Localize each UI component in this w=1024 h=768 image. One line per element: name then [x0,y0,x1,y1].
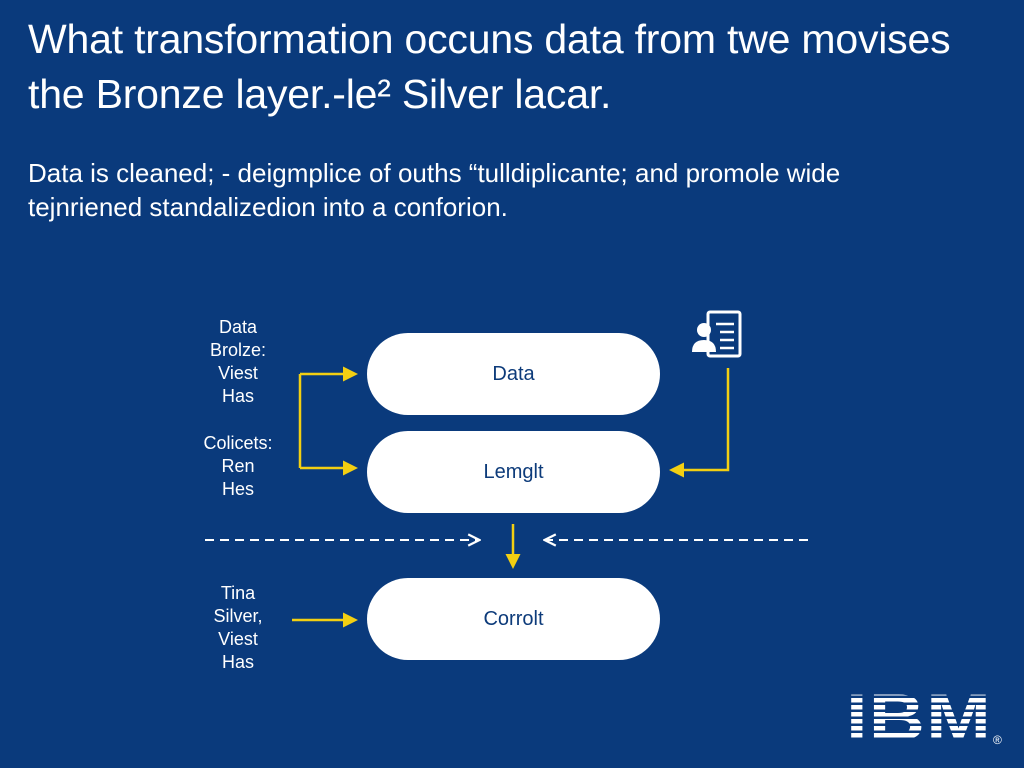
label-line: Data [218,317,258,337]
ibm-logo: IBM ® [846,684,1002,746]
label-line: Colicets: [203,433,273,453]
arrow-from-icon [669,368,730,478]
label-collects: Colicets: Ren Hes [178,432,298,501]
svg-text:®: ® [993,733,1002,746]
logo-text: IBM [846,684,992,746]
title: What transformation occuns data from twe… [28,16,951,117]
label-line: Has [221,386,254,406]
label-line: Hes [221,479,254,499]
label-line: Tina [220,583,256,603]
label-line: Brolze: [209,340,267,360]
person-document-icon [692,310,742,358]
label-line: Silver, [213,606,263,626]
label-line: Ren [221,456,255,476]
label-line: Has [221,652,254,672]
subtitle: Data is cleaned; - deigmplice of ouths “… [28,158,841,222]
label-silver: Tina Silver, Viest Has [178,582,298,674]
node-lemglt: Lemglt [367,431,660,513]
label-line: Viest [218,629,258,649]
label-line: Viest [218,363,258,383]
label-data-bronze: Data Brolze: Viest Has [178,316,298,408]
node-data: Data [367,333,660,415]
node-corrolt: Corrolt [367,578,660,660]
